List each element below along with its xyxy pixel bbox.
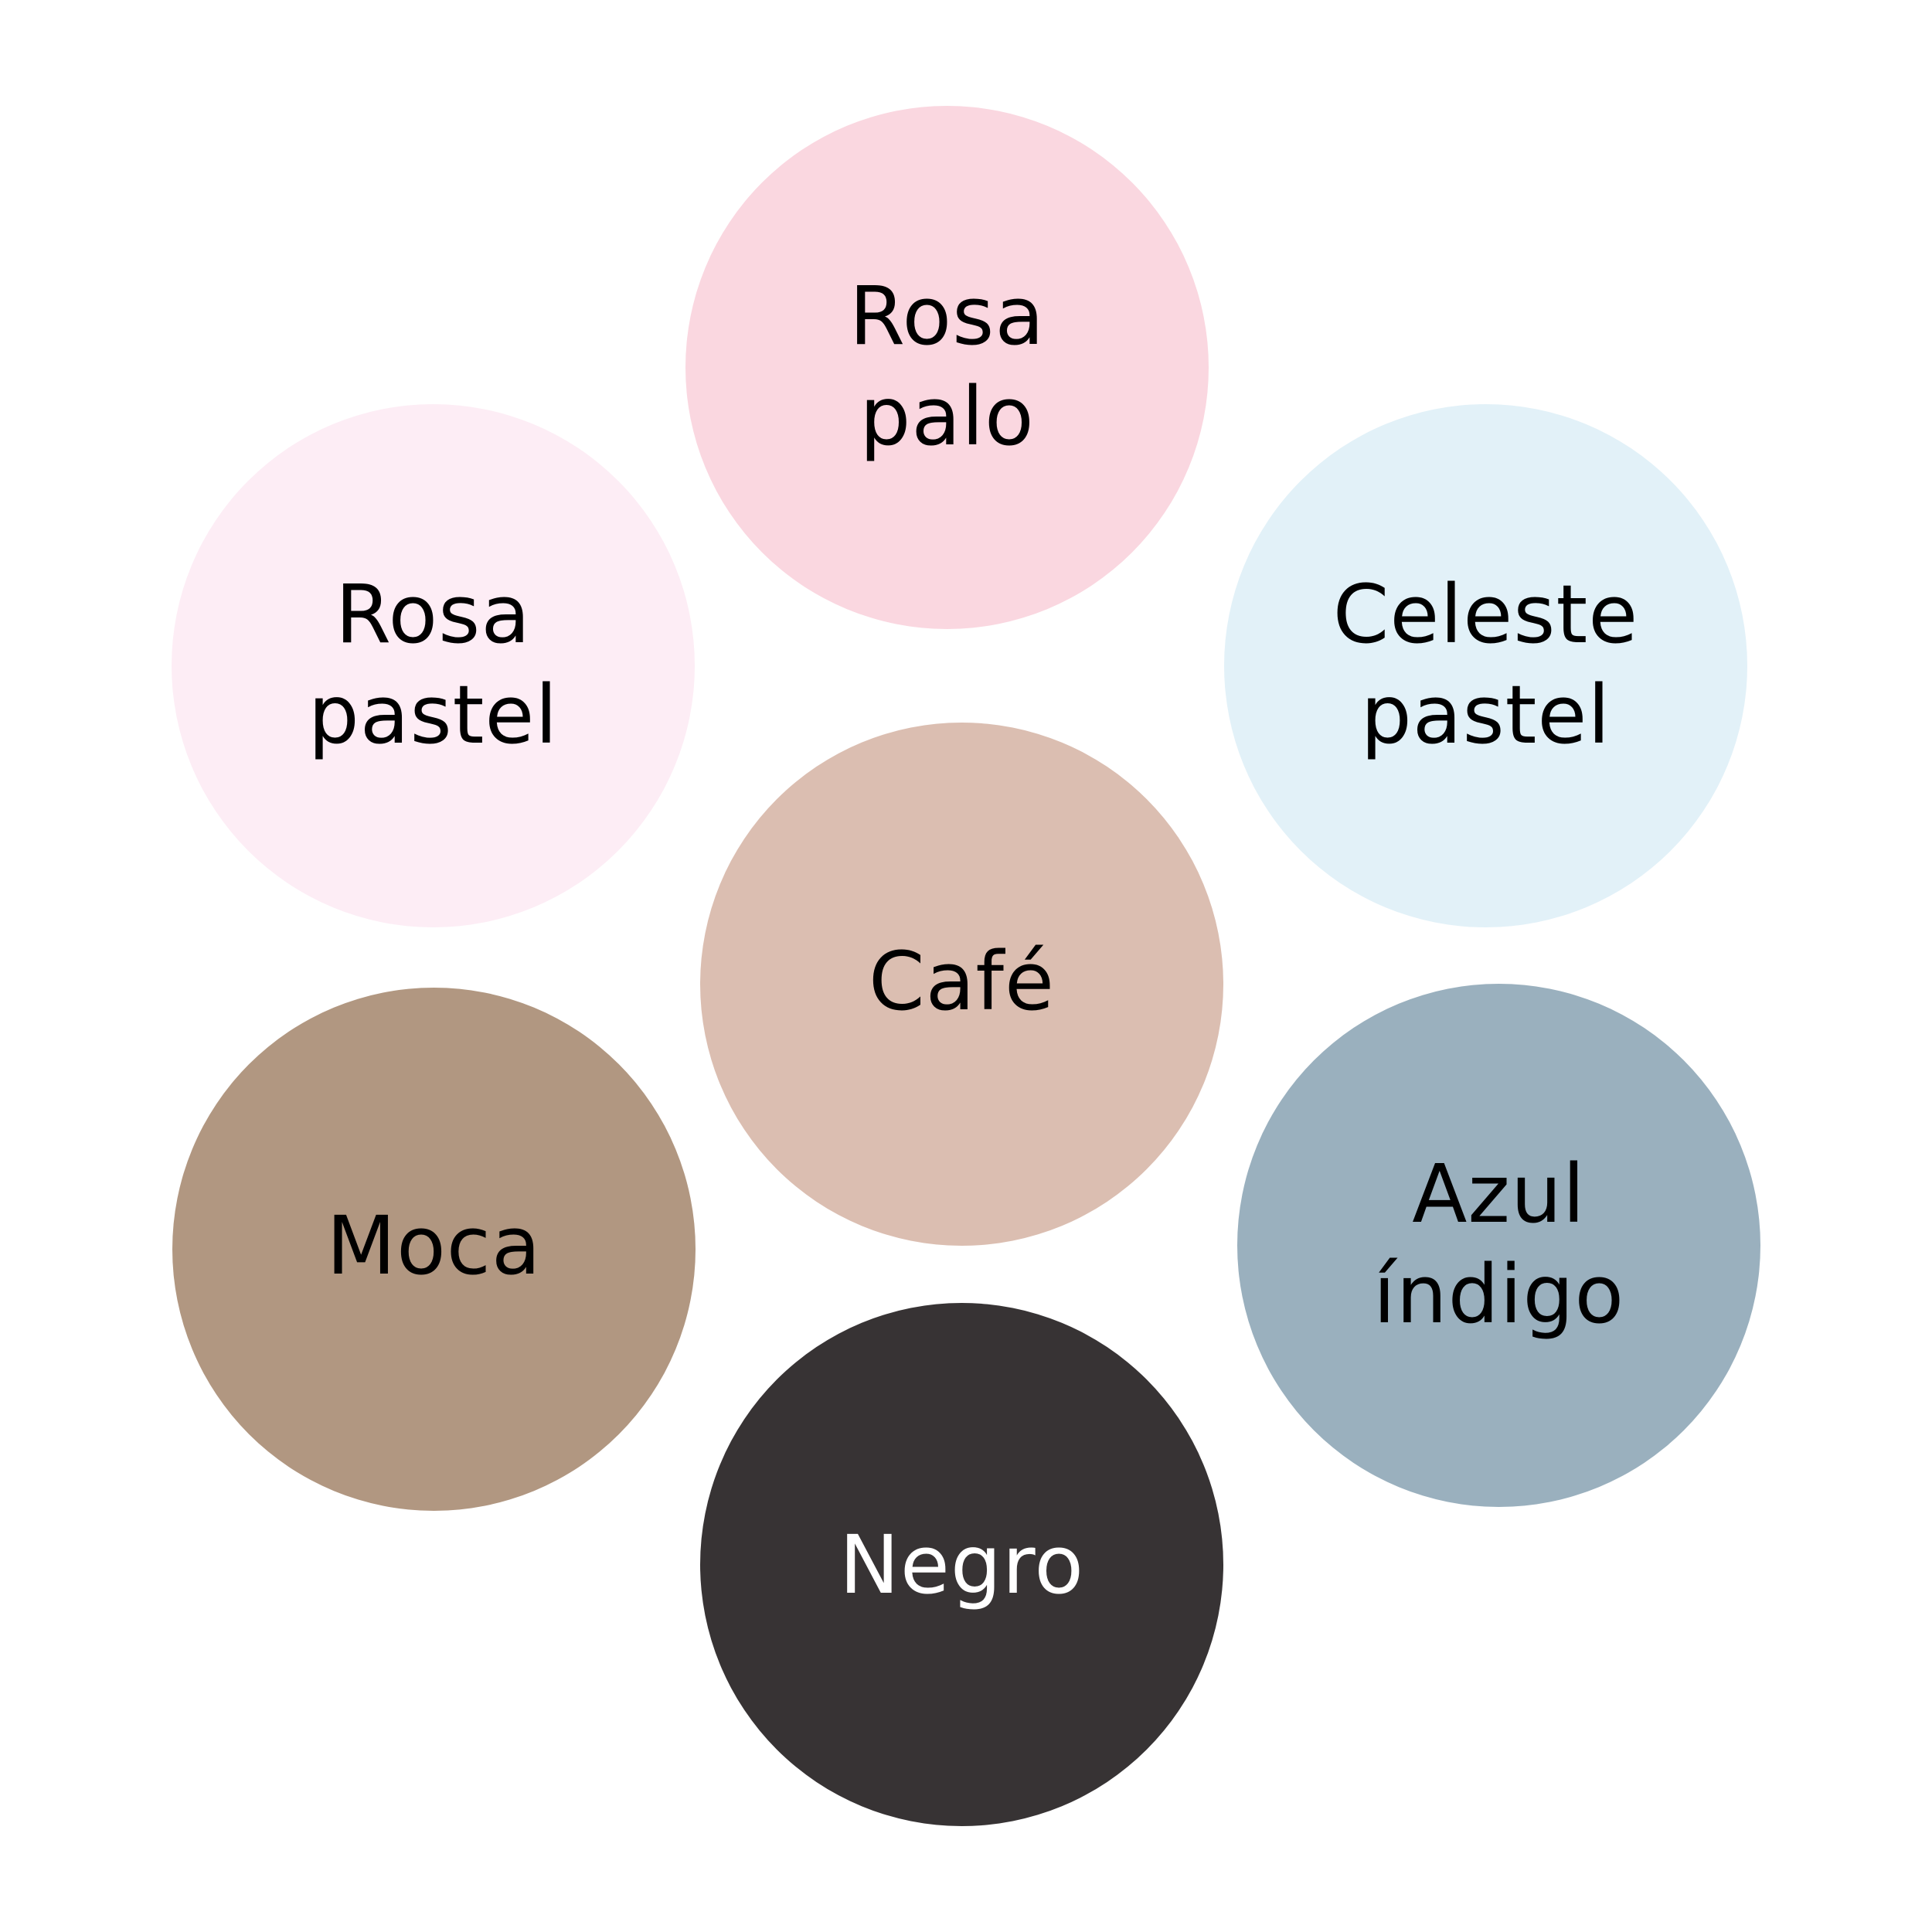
swatch-rosa-palo: Rosa palo [685,106,1209,629]
swatch-rosa-pastel: Rosa pastel [172,404,695,927]
swatch-azul-indigo: Azul índigo [1237,984,1760,1507]
swatch-label: Azul índigo [1372,1146,1625,1342]
swatch-label: Celeste pastel [1332,566,1639,762]
swatch-negro: Negro [700,1303,1223,1826]
swatch-celeste-pastel: Celeste pastel [1224,404,1747,927]
swatch-label: Moca [326,1198,542,1293]
swatch-moca: Moca [172,988,696,1511]
swatch-cafe: Café [700,723,1223,1246]
swatch-label: Negro [839,1517,1084,1612]
swatch-label: Rosa pastel [308,566,559,762]
swatch-label: Rosa palo [849,268,1046,464]
swatch-label: Café [869,934,1055,1029]
